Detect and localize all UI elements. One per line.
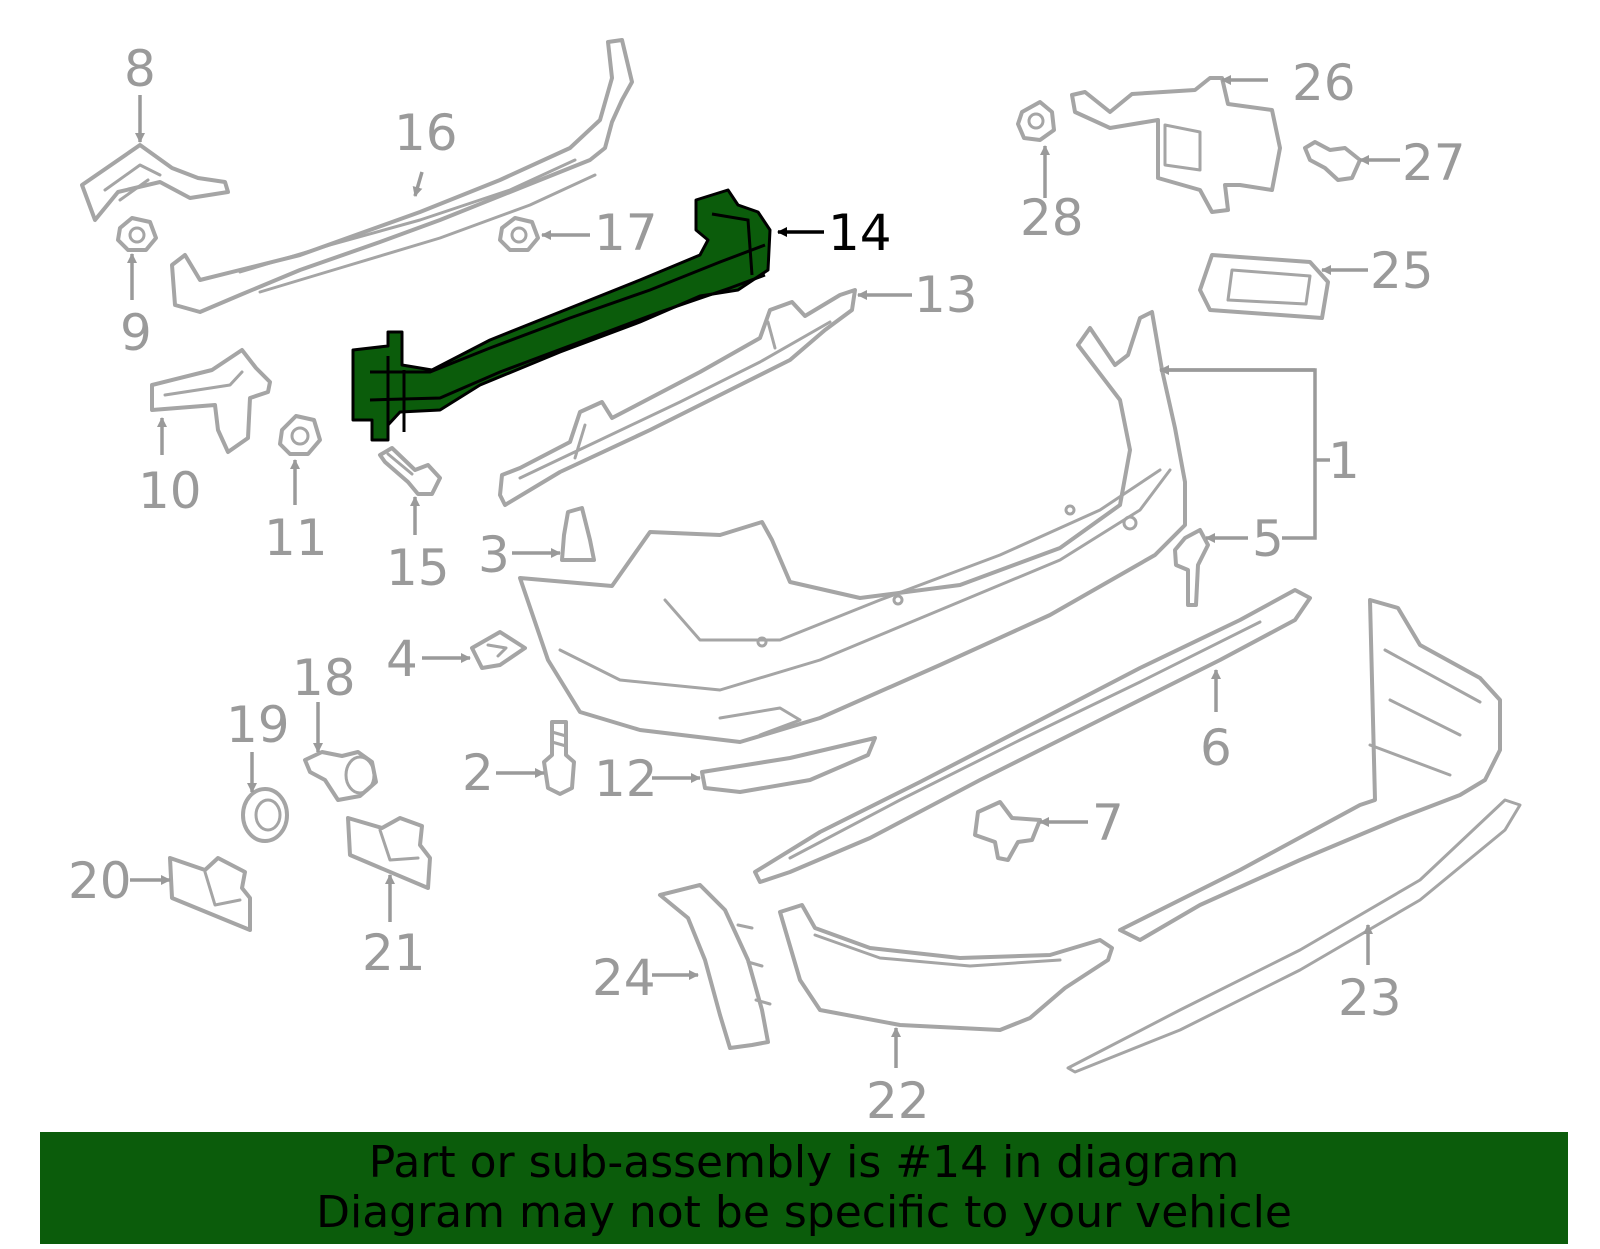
part-14-reinforcement bbox=[351, 188, 772, 442]
part-21-holder bbox=[346, 816, 432, 890]
label-26: 26 bbox=[1292, 54, 1356, 112]
part-19-ring bbox=[241, 787, 289, 843]
part-22-lower-cover bbox=[778, 903, 1114, 1032]
label-7: 7 bbox=[1092, 794, 1124, 852]
label-28: 28 bbox=[1020, 189, 1084, 247]
label-21: 21 bbox=[362, 924, 426, 982]
part-17-nut bbox=[498, 216, 540, 252]
label-13: 13 bbox=[914, 266, 978, 324]
part-13-bar bbox=[498, 288, 857, 507]
part-7-clip bbox=[973, 800, 1042, 862]
part-26-bracket bbox=[1070, 76, 1282, 214]
part-28-nut bbox=[1016, 100, 1056, 142]
part-5-grommet bbox=[1173, 528, 1210, 607]
label-23: 23 bbox=[1338, 969, 1402, 1027]
label-1: 1 bbox=[1328, 432, 1360, 490]
label-4: 4 bbox=[386, 630, 418, 688]
info-banner: Part or sub-assembly is #14 in diagram D… bbox=[40, 1132, 1568, 1244]
part-10-bracket bbox=[150, 348, 272, 454]
banner-line-1: Part or sub-assembly is #14 in diagram bbox=[368, 1137, 1240, 1188]
label-19: 19 bbox=[226, 696, 290, 754]
part-27-bolt bbox=[1303, 140, 1362, 182]
part-23-lower-cover bbox=[1066, 598, 1522, 1074]
leader-lines bbox=[127, 75, 1400, 1068]
part-3-stop bbox=[560, 506, 596, 562]
label-8: 8 bbox=[124, 40, 156, 98]
part-18-sensor bbox=[303, 750, 378, 802]
label-20: 20 bbox=[68, 852, 132, 910]
label-18: 18 bbox=[292, 649, 356, 707]
label-16: 16 bbox=[394, 104, 458, 162]
part-9-nut bbox=[116, 216, 158, 252]
part-4-clip bbox=[470, 630, 527, 670]
part-11-nut bbox=[278, 414, 322, 456]
label-9: 9 bbox=[120, 304, 152, 362]
label-10: 10 bbox=[138, 462, 202, 520]
label-6: 6 bbox=[1200, 719, 1232, 777]
label-17: 17 bbox=[594, 204, 658, 262]
banner-line-2: Diagram may not be specific to your vehi… bbox=[316, 1187, 1292, 1238]
part-8-bracket bbox=[80, 143, 230, 222]
label-15: 15 bbox=[386, 539, 450, 597]
part-12-reflector bbox=[700, 736, 877, 794]
part-25-holder bbox=[1198, 253, 1330, 320]
part-20-holder bbox=[168, 856, 252, 932]
label-24: 24 bbox=[592, 949, 656, 1007]
part-15-bolt bbox=[378, 446, 442, 496]
label-14: 14 bbox=[828, 204, 892, 262]
part-24-trim bbox=[658, 883, 772, 1050]
label-27: 27 bbox=[1402, 134, 1466, 192]
part-1-bumper-cover bbox=[518, 310, 1187, 744]
label-25: 25 bbox=[1370, 242, 1434, 300]
label-2: 2 bbox=[462, 744, 494, 802]
label-5: 5 bbox=[1252, 510, 1284, 568]
part-labels: 8 9 16 17 10 11 15 13 14 28 26 27 25 1 5… bbox=[68, 40, 1466, 1130]
label-22: 22 bbox=[866, 1072, 930, 1130]
label-11: 11 bbox=[264, 509, 328, 567]
label-3: 3 bbox=[478, 526, 510, 584]
part-16-absorber bbox=[170, 38, 634, 314]
label-12: 12 bbox=[594, 750, 658, 808]
part-6-valance bbox=[753, 588, 1312, 884]
part-2-bolt bbox=[542, 720, 576, 796]
